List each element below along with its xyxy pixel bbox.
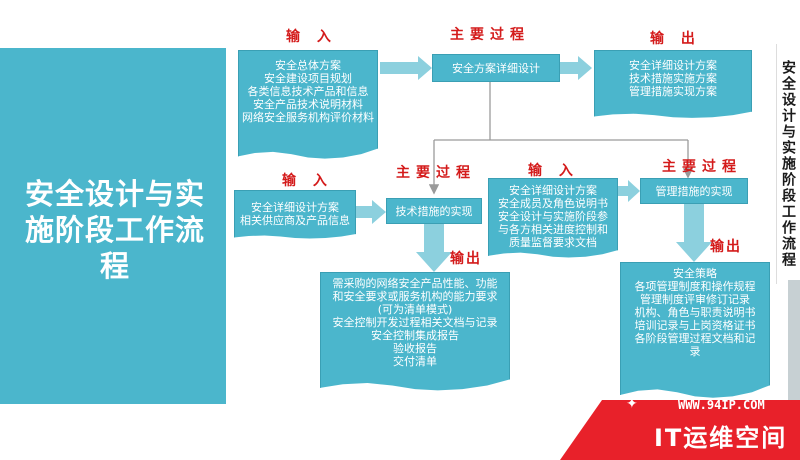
- mid-left-output-line: 和安全要求或服务机构的能力要求: [332, 290, 498, 303]
- side-title: 安全设计与实施阶段工作流程: [780, 60, 796, 268]
- mid-right-output-line: 机构、角色与职责说明书: [634, 306, 756, 319]
- arrow-top-process-to-output: [560, 56, 592, 80]
- flow-arrows: [356, 56, 712, 272]
- arrow-mid-right-process-to-output: [676, 204, 712, 262]
- label-output-mid-right: 输出: [710, 239, 742, 255]
- label-main-process-top: 主要过程: [450, 27, 530, 43]
- mid-right-input-line: 安全设计与实施阶段参: [498, 210, 608, 223]
- top-output-line: 管理措施实现方案: [629, 85, 717, 98]
- label-input-mid-left: 输 入: [282, 173, 333, 189]
- label-output-mid-left: 输出: [450, 251, 482, 267]
- label-output-top: 输 出: [650, 31, 701, 47]
- mid-left-output-line: 交付清单: [393, 355, 437, 368]
- label-input-top: 输 入: [286, 29, 337, 45]
- wrench-icon: ✦: [626, 396, 638, 412]
- mid-right-output-line: 各项管理制度和操作规程: [634, 280, 756, 293]
- watermark-brand: IT运维空间: [654, 424, 788, 452]
- mid-left-output-line: 安全控制开发过程相关文档与记录: [332, 316, 498, 329]
- label-main-process-mid-right: 主要过程: [662, 159, 742, 175]
- mid-right-process-box: 管理措施的实现: [640, 178, 748, 204]
- mid-right-input-doc: 安全详细设计方案 安全成员及角色说明书 安全设计与实施阶段参 与各方相关进度控制…: [488, 178, 618, 258]
- mid-left-input-line: 相关供应商及产品信息: [240, 214, 350, 227]
- arrow-mid-right-input-to-process: [618, 180, 640, 202]
- mid-left-output-line: 需采购的网络安全产品性能、功能: [332, 277, 498, 290]
- mid-right-input-line: 安全详细设计方案: [509, 184, 597, 197]
- title-panel: [0, 48, 226, 404]
- label-input-mid-right: 输 入: [528, 163, 579, 179]
- side-shadow: [788, 280, 800, 410]
- mid-left-input-doc: 安全详细设计方案 相关供应商及产品信息: [234, 190, 356, 239]
- label-main-process-mid-left: 主要过程: [396, 165, 476, 181]
- top-input-line: 网络安全服务机构评价材料: [242, 111, 374, 124]
- top-output-doc: 安全详细设计方案 技术措施实施方案 管理措施实现方案: [594, 50, 752, 118]
- arrow-mid-left-process-to-output: [416, 224, 452, 272]
- mid-right-input-line: 安全成员及角色说明书: [498, 197, 608, 210]
- mid-right-input-line: 质量监督要求文档: [509, 236, 597, 249]
- mid-right-process-label: 管理措施的实现: [655, 184, 733, 198]
- watermark-url: WWW.94IP.COM: [678, 398, 765, 412]
- mid-right-output-doc: 安全策略 各项管理制度和操作规程 管理制度评审修订记录 机构、角色与职责说明书 …: [620, 262, 770, 398]
- top-input-line: 安全产品技术说明材料: [253, 98, 363, 111]
- mid-left-process-box: 技术措施的实现: [386, 198, 482, 224]
- mid-right-output-line: 各阶段管理过程文档和记: [634, 332, 756, 345]
- side-title-strip: [776, 44, 800, 284]
- top-input-doc: 安全总体方案 安全建设项目规划 各类信息技术产品和信息 安全产品技术说明材料 网…: [238, 50, 378, 159]
- mid-right-output-line: 管理制度评审修订记录: [640, 293, 750, 306]
- arrow-mid-left-input-to-process: [356, 200, 386, 224]
- page-title: 安全设计与实施阶段工作流程: [24, 177, 205, 283]
- mid-right-output-line: 安全策略: [673, 267, 717, 280]
- mid-left-output-line: 验收报告: [393, 342, 437, 355]
- mid-left-output-line: 安全控制集成报告: [371, 329, 459, 342]
- top-output-line: 安全详细设计方案: [629, 59, 717, 72]
- arrow-top-input-to-process: [380, 56, 432, 80]
- top-process-box: 安全方案详细设计: [432, 54, 560, 82]
- top-input-line: 安全建设项目规划: [264, 72, 352, 85]
- mid-left-input-line: 安全详细设计方案: [251, 201, 339, 214]
- top-output-line: 技术措施实施方案: [629, 72, 717, 85]
- top-input-line: 安全总体方案: [275, 59, 341, 72]
- mid-right-input-line: 与各方相关进度控制和: [498, 223, 608, 236]
- mid-left-output-line: (可为清单模式): [377, 303, 453, 316]
- top-input-line: 各类信息技术产品和信息: [247, 85, 369, 98]
- mid-right-output-line: 培训记录与上岗资格证书: [634, 319, 756, 332]
- mid-left-output-doc: 需采购的网络安全产品性能、功能 和安全要求或服务机构的能力要求 (可为清单模式)…: [320, 272, 510, 391]
- top-process-label: 安全方案详细设计: [452, 61, 540, 75]
- mid-right-output-line: 录: [689, 345, 701, 358]
- mid-left-process-label: 技术措施的实现: [395, 204, 473, 218]
- connector-top-branch: [428, 82, 694, 195]
